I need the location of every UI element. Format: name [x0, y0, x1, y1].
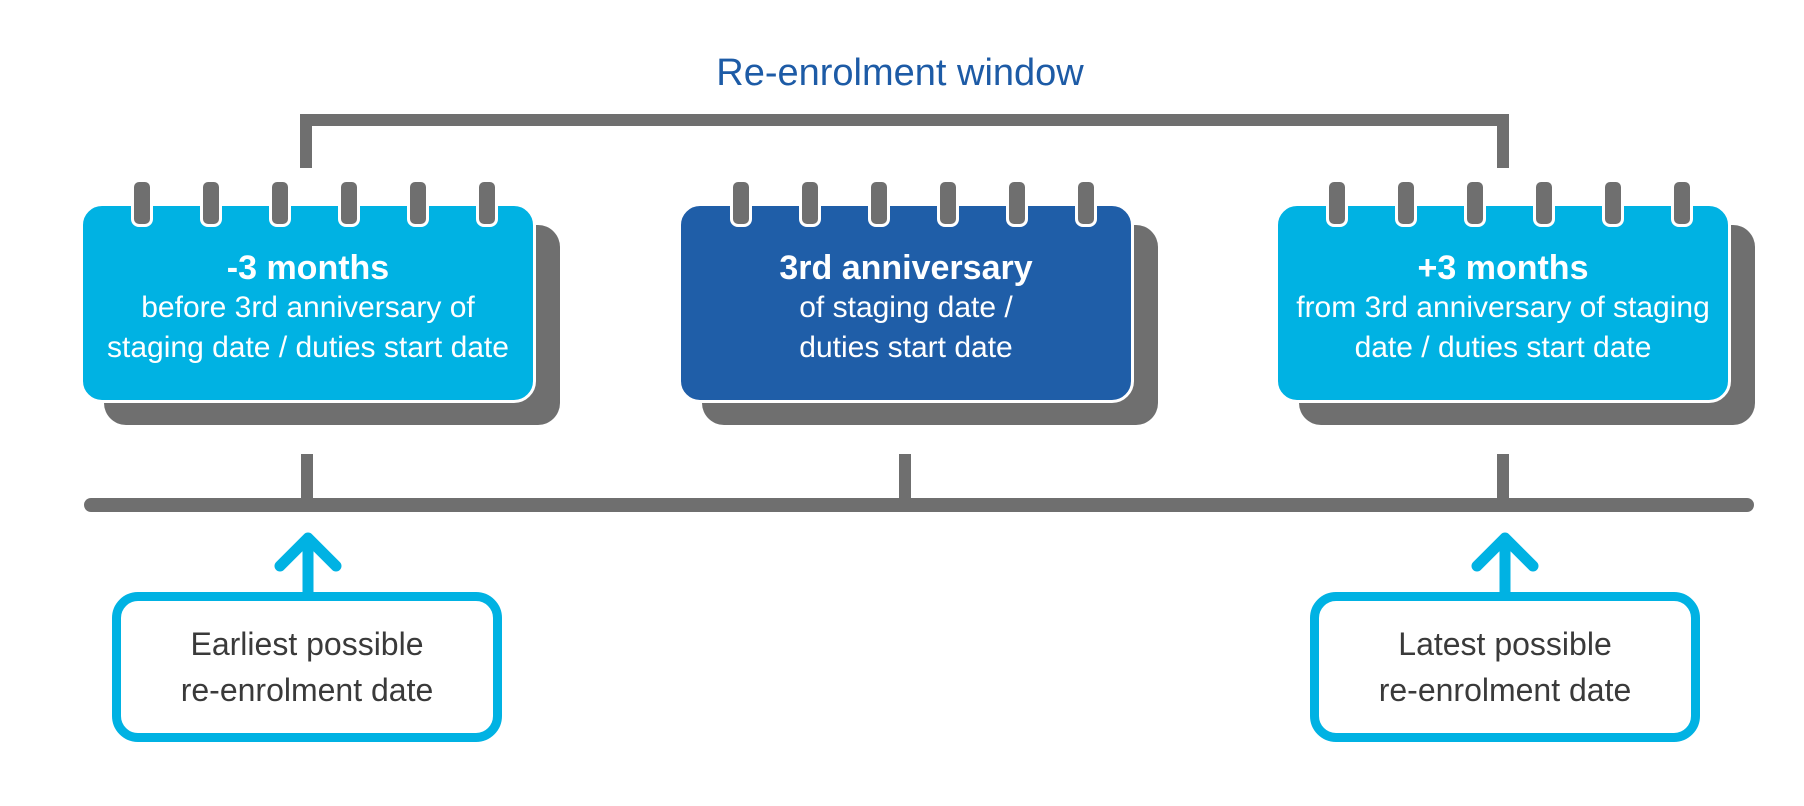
- calendar-face: +3 months from 3rd anniversary of stagin…: [1275, 203, 1731, 403]
- binder-ring-icon: [1326, 179, 1348, 227]
- binder-ring-icon: [131, 179, 153, 227]
- calendar-heading: 3rd anniversary: [779, 249, 1033, 287]
- binder-ring-icon: [1464, 179, 1486, 227]
- earliest-line-2: re-enrolment date: [180, 672, 434, 708]
- calendar-plus-3-months: +3 months from 3rd anniversary of stagin…: [1275, 179, 1755, 425]
- title-text: Re-enrolment window: [716, 52, 1084, 94]
- calendar-line-2: staging date / duties start date: [107, 331, 509, 364]
- earliest-date-box: Earliest possible re-enrolment date: [112, 592, 502, 742]
- binder-ring-icon: [799, 179, 821, 227]
- binder-ring-icon: [1671, 179, 1693, 227]
- binder-ring-icon: [407, 179, 429, 227]
- calendar-heading: -3 months: [226, 249, 390, 287]
- binder-ring-icon: [1006, 179, 1028, 227]
- timeline-tick-end: [1497, 454, 1509, 506]
- binder-ring-icon: [269, 179, 291, 227]
- up-arrow-icon: [274, 532, 342, 596]
- binder-ring-icon: [476, 179, 498, 227]
- window-bracket-right: [1497, 114, 1509, 168]
- calendar-line-2: date / duties start date: [1354, 331, 1652, 364]
- up-arrow-icon: [1471, 532, 1539, 596]
- latest-date-box: Latest possible re-enrolment date: [1310, 592, 1700, 742]
- calendar-heading: +3 months: [1417, 249, 1589, 287]
- latest-line-1: Latest possible: [1398, 626, 1612, 662]
- latest-line-2: re-enrolment date: [1378, 672, 1632, 708]
- calendar-minus-3-months: -3 months before 3rd anniversary of stag…: [80, 179, 560, 425]
- timeline-tick-start: [301, 454, 313, 506]
- binder-ring-icon: [338, 179, 360, 227]
- calendar-face: 3rd anniversary of staging date / duties…: [678, 203, 1134, 403]
- calendar-line-1: before 3rd anniversary of: [141, 291, 475, 324]
- timeline-tick-anniversary: [899, 454, 911, 506]
- binder-ring-icon: [868, 179, 890, 227]
- timeline-axis: [84, 498, 1754, 512]
- window-bracket-top: [300, 114, 1509, 126]
- binder-ring-icon: [1075, 179, 1097, 227]
- diagram-title: Re-enrolment window: [0, 52, 1804, 95]
- binder-ring-icon: [937, 179, 959, 227]
- earliest-line-1: Earliest possible: [190, 626, 424, 662]
- binder-ring-icon: [730, 179, 752, 227]
- binder-ring-icon: [200, 179, 222, 227]
- calendar-line-1: from 3rd anniversary of staging: [1296, 291, 1710, 324]
- calendar-face: -3 months before 3rd anniversary of stag…: [80, 203, 536, 403]
- calendar-line-1: of staging date /: [799, 291, 1013, 324]
- binder-ring-icon: [1533, 179, 1555, 227]
- calendar-3rd-anniversary: 3rd anniversary of staging date / duties…: [678, 179, 1158, 425]
- window-bracket-left: [300, 114, 312, 168]
- binder-ring-icon: [1395, 179, 1417, 227]
- binder-ring-icon: [1602, 179, 1624, 227]
- calendar-line-2: duties start date: [799, 331, 1013, 364]
